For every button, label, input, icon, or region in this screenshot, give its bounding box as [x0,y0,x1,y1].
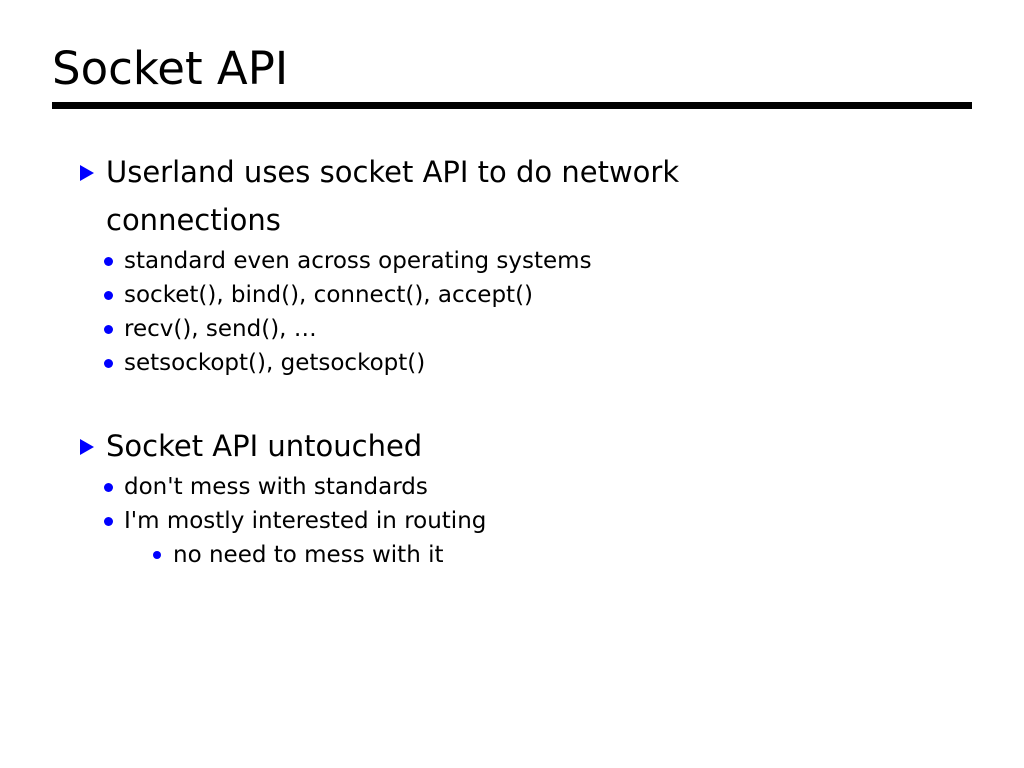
bullet-level2: recv(), send(), … [0,312,1024,346]
bullet-level2: don't mess with standards [0,470,1024,504]
bullet-level3-label: no need to mess with it [173,542,444,568]
bullet-dot-icon [104,325,113,334]
bullet-level1-label: Userland uses socket API to do network c… [106,155,680,237]
bullet-level1-label: Socket API untouched [106,429,423,463]
bullet-level2-label: setsockopt(), getsockopt() [124,350,426,376]
bullet-dot-icon [104,257,113,266]
bullet-level2-label: I'm mostly interested in routing [124,508,487,534]
section-spacer [0,380,1024,422]
bullet-dot-icon [104,291,113,300]
bullet-level2-label: standard even across operating systems [124,248,592,274]
bullet-level2: setsockopt(), getsockopt() [0,346,1024,380]
bullet-level1: Userland uses socket API to do network c… [0,148,1024,244]
bullet-level2-label: socket(), bind(), connect(), accept() [124,282,534,308]
bullet-dot-icon [104,359,113,368]
bullet-level1: Socket API untouched [0,422,1024,470]
bullet-dot-icon [153,551,161,559]
bullet-dot-icon [104,517,113,526]
bullet-level3: no need to mess with it [0,538,1024,572]
title-divider [52,102,972,109]
slide-body: Userland uses socket API to do network c… [0,148,1024,572]
bullet-level2: standard even across operating systems [0,244,1024,278]
bullet-level2: I'm mostly interested in routing [0,504,1024,538]
triangle-right-icon [80,165,94,181]
triangle-right-icon [80,439,94,455]
title-block: Socket API [52,46,972,91]
bullet-dot-icon [104,483,113,492]
page-title: Socket API [52,42,289,95]
bullet-level2-label: recv(), send(), … [124,316,317,342]
bullet-level2-label: don't mess with standards [124,474,428,500]
bullet-level2: socket(), bind(), connect(), accept() [0,278,1024,312]
